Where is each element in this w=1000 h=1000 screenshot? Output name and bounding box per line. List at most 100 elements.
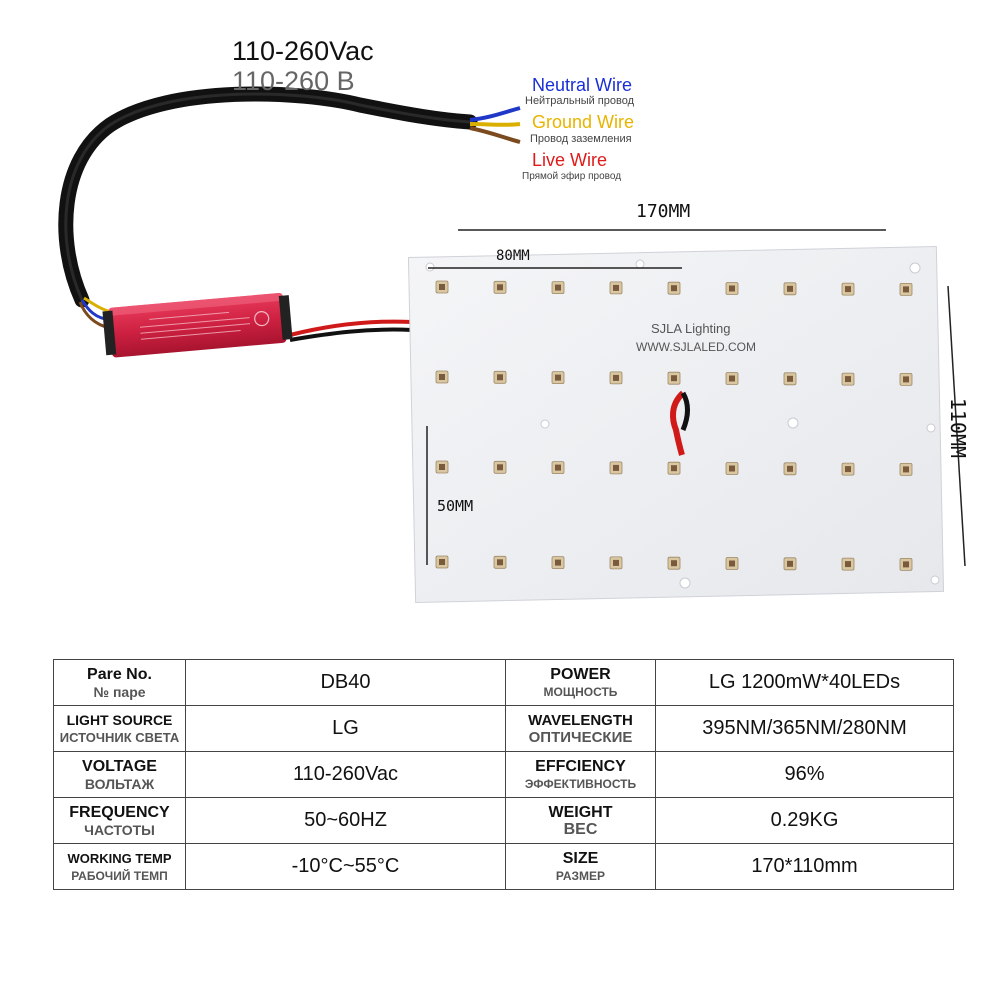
- spec-key-label-ru: ИСТОЧНИК СВЕТА: [59, 730, 180, 745]
- led-chip: [609, 461, 623, 475]
- led-grid: [435, 280, 913, 571]
- led-chip: [841, 462, 855, 476]
- led-chip: [899, 462, 913, 476]
- led-spacing-y-label: 50MM: [437, 497, 474, 515]
- led-chip: [435, 460, 449, 474]
- spec-value-cell: LG 1200mW*40LEDs: [655, 659, 954, 706]
- board-website: WWW.SJLALED.COM: [636, 340, 757, 354]
- height-dimension-label: 110MM: [946, 397, 971, 459]
- spec-value-cell: 96%: [655, 751, 954, 798]
- led-chip: [551, 281, 565, 295]
- wire-ends: [469, 106, 521, 144]
- led-chip: [841, 282, 855, 296]
- spec-key-label: SIZE: [562, 850, 599, 867]
- spec-key-cell: LIGHT SOURCE ИСТОЧНИК СВЕТА: [53, 705, 186, 752]
- spec-key-label-ru: ЧАСТОТЫ: [84, 822, 155, 838]
- led-chip: [899, 558, 913, 571]
- spec-key-label: WAVELENGTH: [528, 712, 633, 729]
- led-chip: [667, 556, 681, 570]
- led-chip: [551, 461, 565, 475]
- spec-key-label-ru: МОЩНОСТЬ: [543, 685, 618, 699]
- led-chip: [667, 371, 681, 385]
- spec-key-cell: SIZE РАЗМЕР: [505, 843, 656, 890]
- spec-key-label-ru: № паре: [93, 684, 146, 700]
- led-chip: [783, 557, 797, 571]
- width-dimension-label: 170MM: [636, 201, 691, 222]
- led-chip: [609, 281, 623, 295]
- spec-key-label: LIGHT SOURCE: [66, 712, 173, 728]
- spec-value-cell: DB40: [185, 659, 506, 706]
- spec-key-label-ru: ВОЛЬТАЖ: [84, 776, 155, 792]
- spec-key-label-ru: ОПТИЧЕСКИЕ: [528, 729, 633, 746]
- spec-key-label: WEIGHT: [548, 804, 613, 821]
- spec-key-label: EFFCIENCY: [535, 758, 626, 775]
- spec-key-cell: WORKING TEMP РАБОЧИЙ ТЕМП: [53, 843, 186, 890]
- led-chip: [899, 282, 913, 296]
- led-chip: [725, 557, 739, 570]
- led-driver: [102, 292, 293, 358]
- led-chip: [493, 555, 507, 569]
- led-chip: [725, 462, 739, 475]
- led-chip: [493, 370, 507, 384]
- led-chip: [435, 370, 449, 384]
- spec-value-cell: LG: [185, 705, 506, 752]
- led-chip: [667, 281, 681, 295]
- spec-key-label: WORKING TEMP: [67, 851, 172, 866]
- spec-key-cell: Pare No.№ паре: [53, 659, 186, 706]
- output-wire-red: [289, 319, 413, 337]
- led-chip: [551, 556, 565, 569]
- spec-value-cell: 0.29KG: [655, 797, 954, 844]
- product-photo: [58, 86, 966, 603]
- led-chip: [725, 372, 739, 385]
- led-spacing-x-label: 80MM: [496, 248, 530, 264]
- led-chip: [435, 280, 449, 294]
- spec-key-label: POWER: [550, 666, 611, 683]
- output-wire-black: [289, 327, 413, 342]
- spec-key-label: VOLTAGE: [82, 758, 157, 775]
- spec-key-label: Pare No.: [87, 666, 152, 683]
- led-chip: [551, 371, 565, 385]
- spec-key-label-ru: ЭФФЕКТИВНОСТЬ: [524, 777, 637, 791]
- spec-value-cell: -10°C~55°C: [185, 843, 506, 890]
- voltage-title-ru: 110-260 В: [232, 66, 355, 96]
- spec-row: WORKING TEMP РАБОЧИЙ ТЕМП -10°C~55°C SIZE РА…: [53, 843, 954, 890]
- spec-key-label-ru: РАЗМЕР: [555, 869, 606, 883]
- spec-value-cell: 110-260Vac: [185, 751, 506, 798]
- board-brand: SJLA Lighting: [651, 321, 731, 336]
- spec-value-cell: 170*110mm: [655, 843, 954, 890]
- led-chip: [609, 556, 623, 570]
- pcb-center-wire: [670, 390, 690, 456]
- spec-key-cell: EFFCIENCY ЭФФЕКТИВНОСТЬ: [505, 751, 656, 798]
- led-chip: [493, 460, 507, 474]
- led-chip: [493, 280, 507, 294]
- spec-key-label-ru: РАБОЧИЙ ТЕМП: [71, 869, 168, 883]
- led-chip: [841, 372, 855, 386]
- led-chip: [783, 462, 797, 476]
- wire-ground-label-ru: Провод заземления: [530, 133, 632, 145]
- wire-live-label: Live Wire: [532, 150, 608, 170]
- spec-value-cell: 395NM/365NM/280NM: [655, 705, 954, 752]
- spec-value-cell: 50~60HZ: [185, 797, 506, 844]
- voltage-title: 110-260Vac: [232, 36, 374, 66]
- wire-ground-label: Ground Wire: [532, 112, 635, 132]
- spec-key-label: FREQUENCY: [69, 804, 170, 821]
- wire-live-label-ru: Прямой эфир провод: [522, 171, 622, 182]
- led-chip: [783, 372, 797, 386]
- height-dim-line: [947, 285, 966, 567]
- led-chip: [667, 461, 681, 475]
- led-chip: [841, 557, 855, 571]
- wire-neutral-label-ru: Нейтральный провод: [525, 95, 635, 107]
- led-chip: [435, 555, 449, 569]
- led-chip: [899, 372, 913, 386]
- led-chip: [609, 371, 623, 385]
- spec-key-cell: POWER МОЩНОСТЬ: [505, 659, 656, 706]
